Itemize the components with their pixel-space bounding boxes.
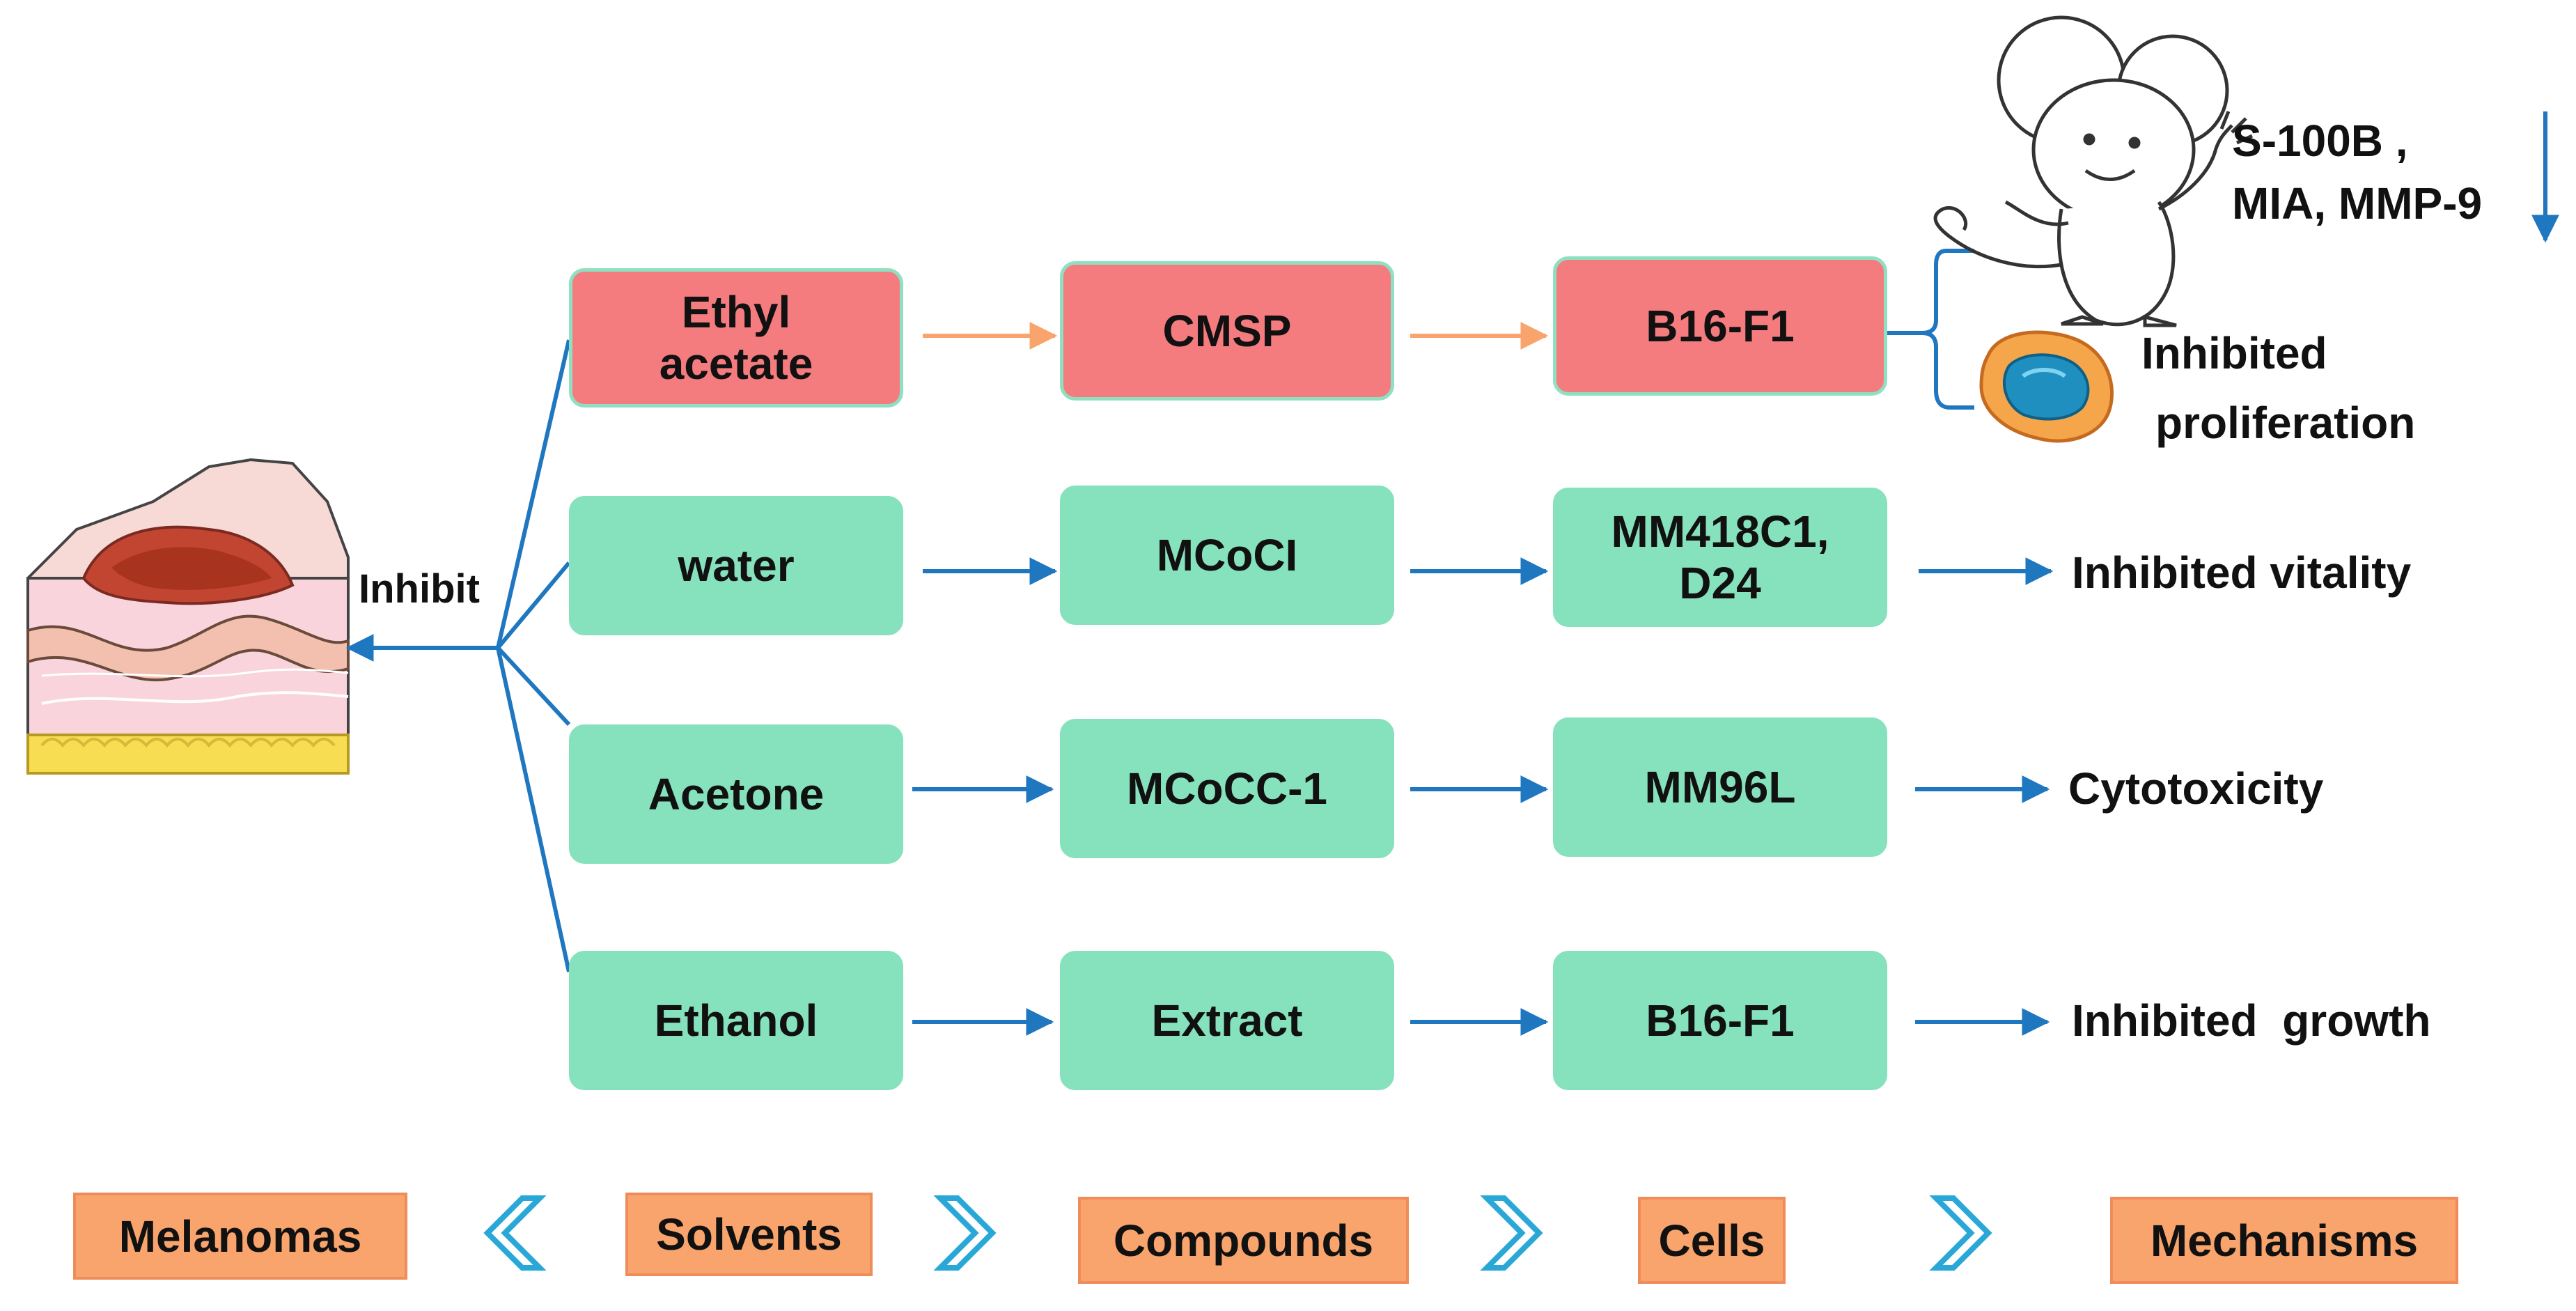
solvent-acetone: Acetone [569,724,903,864]
branch-lines [496,339,571,972]
chevron-right-icon-2 [1480,1195,1543,1271]
bracket [1887,249,1974,410]
cytotoxicity: Cytotoxicity [2068,763,2324,814]
cell-b16f1-top: B16-F1 [1553,256,1887,396]
row-arrows [912,322,2054,1036]
cell-b16f1-bottom: B16-F1 [1553,951,1887,1090]
inhibited-proliferation-line-2: proliferation [2155,398,2416,448]
chevron-right-icon-1 [933,1195,997,1271]
inhibited-vitality: Inhibited vitality [2072,548,2412,598]
marker-line-1: S-100B , [2232,116,2408,166]
compound-mcoci: MCoCI [1060,486,1394,625]
cell-icon [1979,330,2114,443]
inhibited-growth: Inhibited growth [2072,995,2431,1046]
legend-solvents: Solvents [625,1193,873,1276]
cell-mm418c1-d24: MM418C1, D24 [1553,488,1887,627]
skin-tumor-illustration [26,458,350,775]
legend-cells: Cells [1638,1197,1786,1284]
legend-melanomas: Melanomas [73,1193,407,1280]
marker-line-2: MIA, MMP-9 [2232,178,2483,228]
solvent-ethanol: Ethanol [569,951,903,1090]
cell-mm96l: MM96L [1553,717,1887,857]
mouse-illustration [1933,15,2254,327]
compound-cmsp: CMSP [1060,261,1394,401]
inhibit-label: Inhibit [359,566,480,612]
solvent-water: water [569,496,903,635]
compound-mcocc1: MCoCC-1 [1060,719,1394,858]
solvent-ethyl-acetate: Ethyl acetate [569,268,903,408]
legend-mechanisms: Mechanisms [2110,1197,2458,1284]
inhibited-proliferation-line-1: Inhibited [2141,328,2327,378]
chevron-right-icon-3 [1929,1195,1992,1271]
chevron-left-icon [483,1195,547,1271]
legend-compounds: Compounds [1078,1197,1409,1284]
compound-extract: Extract [1060,951,1394,1090]
